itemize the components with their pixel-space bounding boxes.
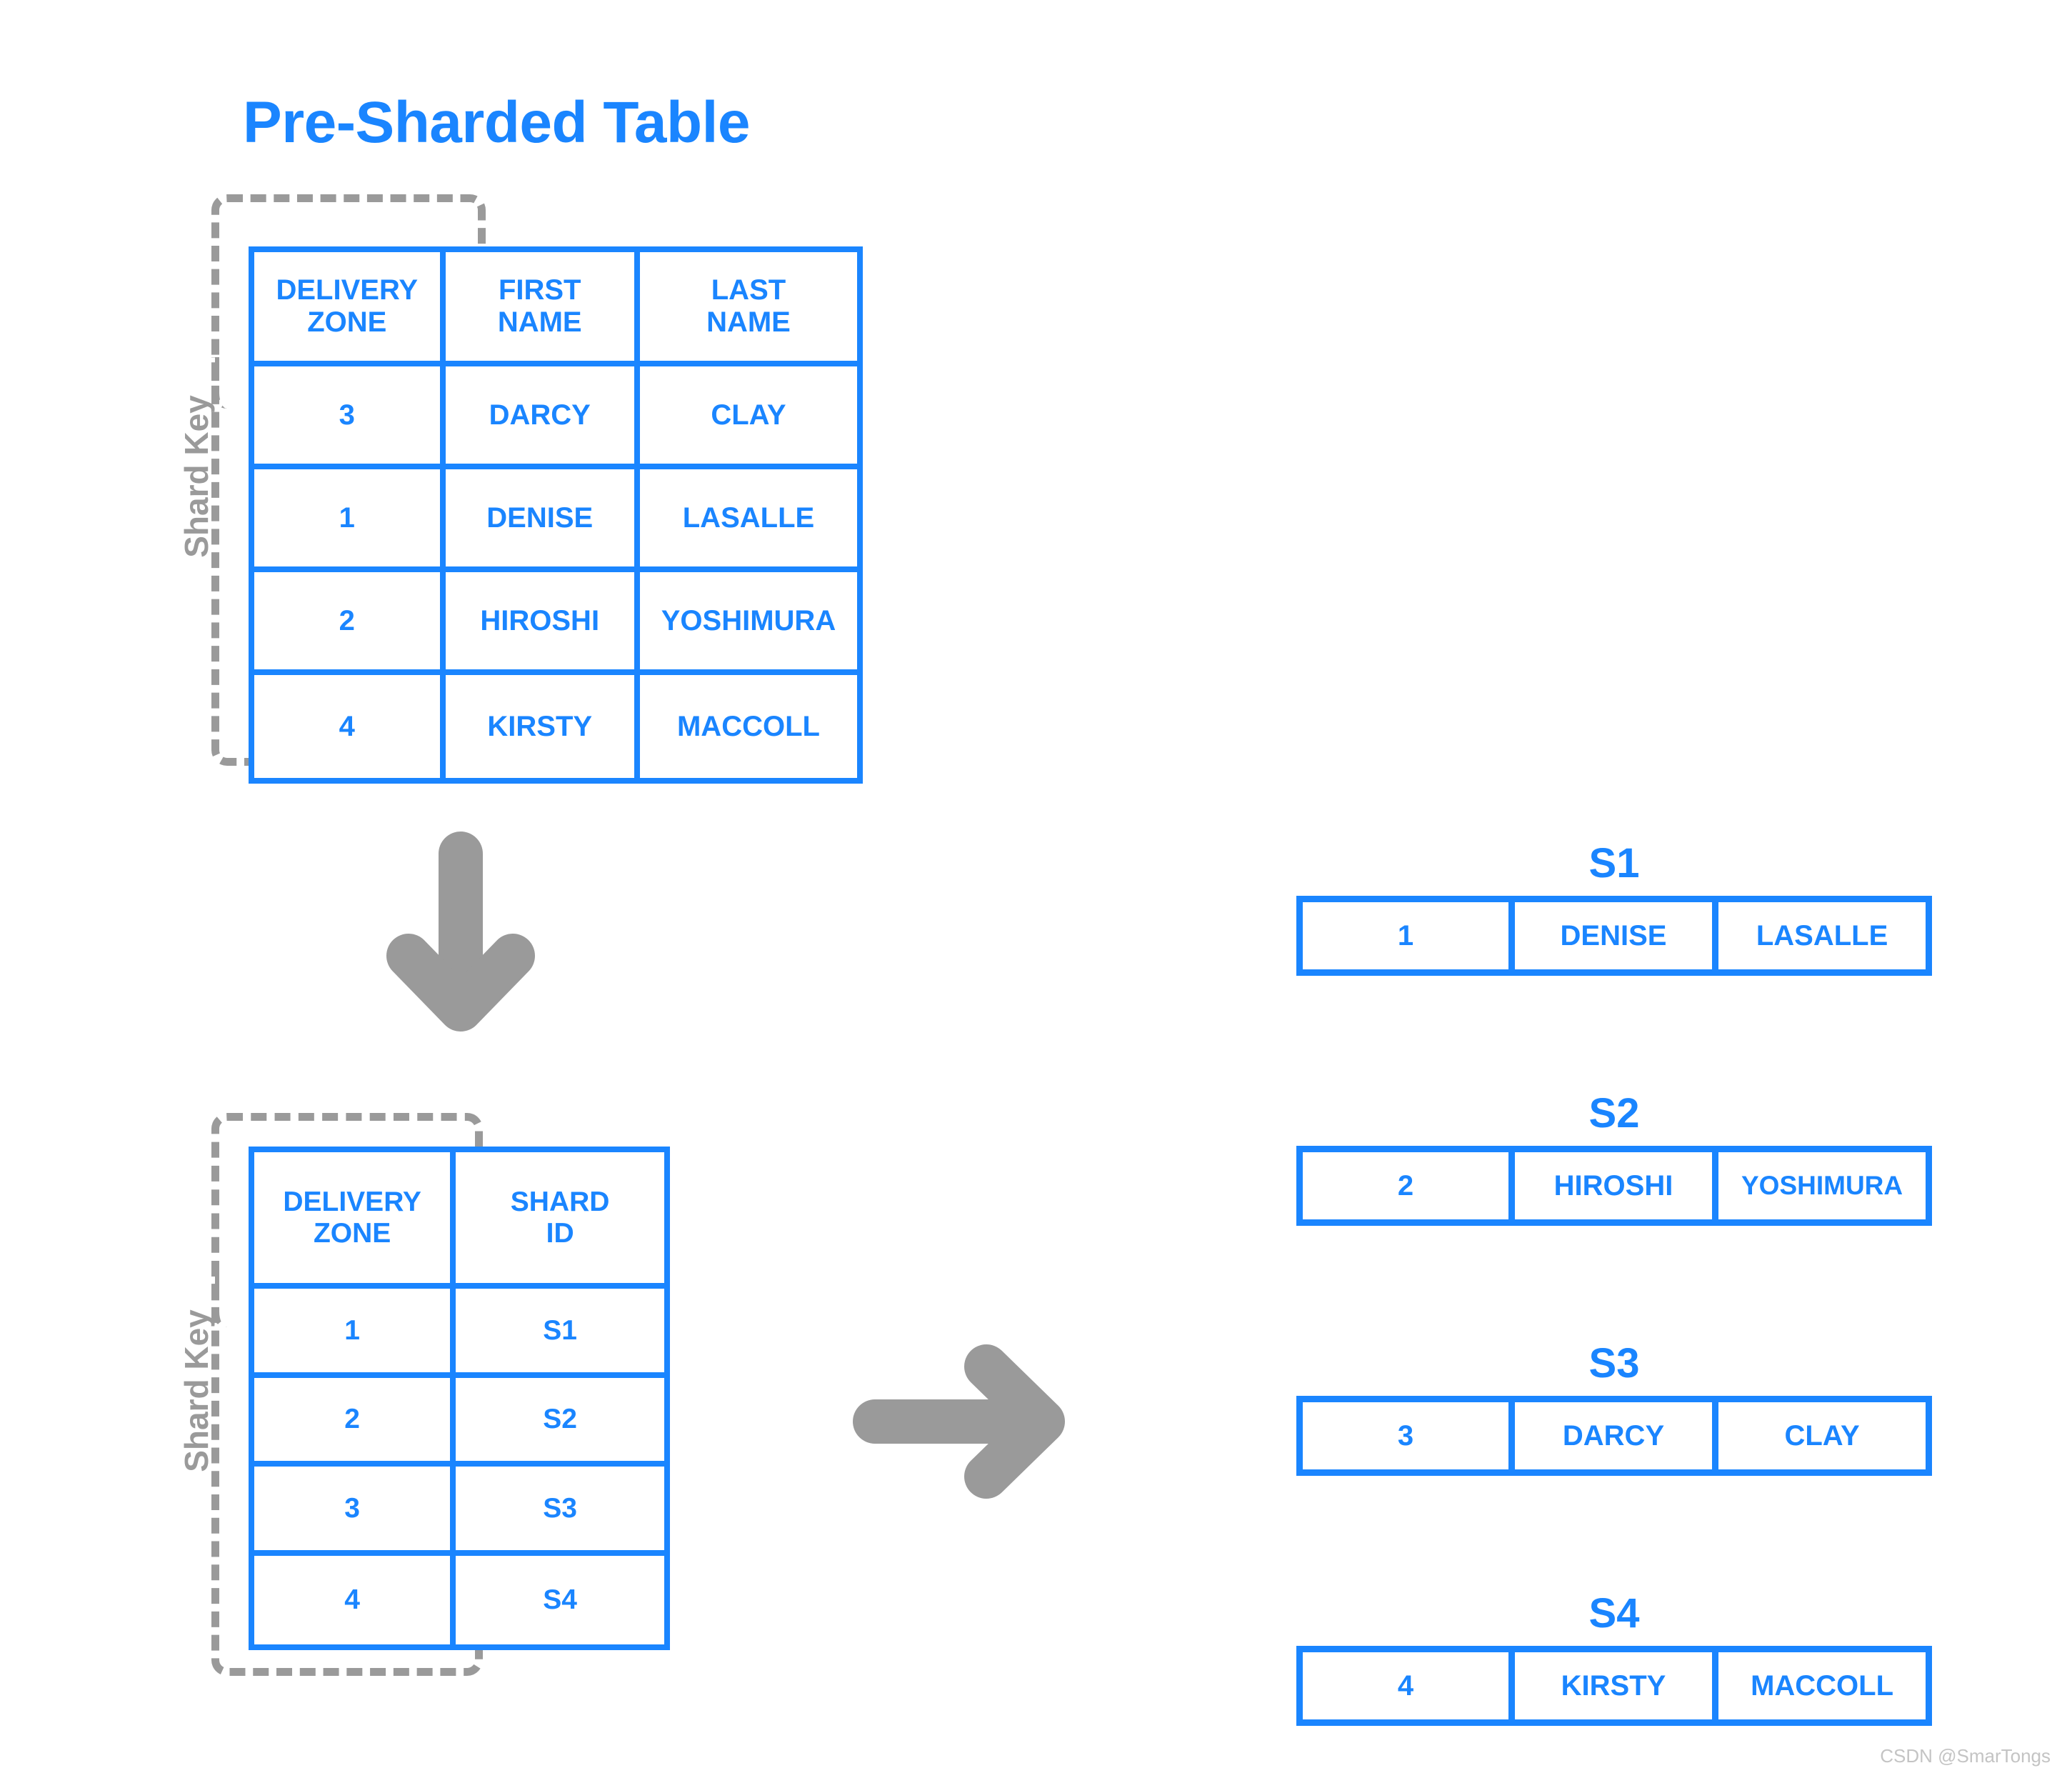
cell-last-name: LASALLE [682, 501, 815, 534]
cell-delivery-zone: 3 [254, 1467, 456, 1550]
table-row: 2 HIROSHI YOSHIMURA [254, 572, 857, 675]
shard-table: 3 DARCY CLAY [1296, 1396, 1932, 1476]
shard-group-s2: S2 2 HIROSHI YOSHIMURA [1296, 1093, 1932, 1226]
shard-cell-last-name: CLAY [1784, 1419, 1860, 1452]
shard-title: S4 [1588, 1590, 1640, 1637]
shard-group-s1: S1 1 DENISE LASALLE [1296, 843, 1932, 976]
table-row: 4 S4 [254, 1555, 664, 1644]
source-table: DELIVERY ZONE FIRST NAME LAST NAME 3 DAR… [249, 246, 863, 784]
shard-title: S2 [1588, 1090, 1640, 1137]
shard-cell-zone: 1 [1303, 902, 1515, 969]
cell-delivery-zone: 3 [254, 366, 446, 464]
cell-first-name: DARCY [446, 366, 640, 464]
shard-cell-zone: 3 [1303, 1402, 1515, 1469]
table-header-row: DELIVERY ZONE SHARD ID [254, 1152, 664, 1289]
shard-cell-first-name: DENISE [1515, 902, 1719, 969]
shard-table: 4 KIRSTY MACCOLL [1296, 1646, 1932, 1726]
cell-delivery-zone: 1 [254, 469, 446, 566]
shard-group-s4: S4 4 KIRSTY MACCOLL [1296, 1593, 1932, 1726]
table-row: 3 S3 [254, 1467, 664, 1556]
cell-delivery-zone: 4 [254, 675, 446, 778]
shard-cell-last-name: LASALLE [1756, 919, 1888, 952]
shard-cell-first-name: DARCY [1515, 1402, 1719, 1469]
cell-last-name: MACCOLL [676, 710, 820, 742]
cell-first-name: DENISE [446, 469, 640, 566]
cell-shard-id: S4 [543, 1584, 577, 1615]
right-arrow-icon [846, 1332, 1082, 1511]
shard-cell-zone: 4 [1303, 1652, 1515, 1719]
cell-delivery-zone: 2 [254, 1377, 456, 1462]
cell-delivery-zone: 2 [254, 572, 446, 669]
cell-shard-id: S1 [543, 1314, 577, 1346]
shard-cell-last-name: YOSHIMURA [1741, 1171, 1903, 1200]
cell-delivery-zone: 4 [254, 1555, 456, 1644]
shard-key-label-mapping: Shard Key [178, 1309, 215, 1472]
watermark: CSDN @SmarTongs [1880, 1745, 2051, 1767]
table-row: 3 DARCY CLAY [254, 366, 857, 469]
table-row: 2 S2 [254, 1377, 664, 1467]
cell-last-name: YOSHIMURA [661, 604, 836, 636]
shard-key-label-source: Shard Key [178, 395, 215, 558]
cell-delivery-zone: 1 [254, 1289, 456, 1372]
shard-cell-zone: 2 [1303, 1152, 1515, 1219]
table-row: 4 KIRSTY MACCOLL [254, 675, 857, 778]
table-row: 1 DENISE LASALLE [254, 469, 857, 572]
shard-group-s3: S3 3 DARCY CLAY [1296, 1343, 1932, 1476]
shard-cell-first-name: HIROSHI [1515, 1152, 1719, 1219]
header-last-name: LAST NAME [706, 274, 791, 338]
header-first-name: FIRST NAME [446, 252, 640, 361]
cell-last-name: CLAY [711, 399, 786, 431]
table-row: 1 S1 [254, 1289, 664, 1378]
header-shard-id: SHARD ID [510, 1186, 610, 1249]
shard-title: S1 [1588, 840, 1640, 886]
shard-table: 1 DENISE LASALLE [1296, 896, 1932, 976]
mapping-table: DELIVERY ZONE SHARD ID 1 S1 2 S2 3 S3 4 … [249, 1147, 670, 1650]
page-title: Pre-Sharded Table [243, 90, 750, 155]
cell-shard-id: S2 [543, 1404, 577, 1435]
shard-table: 2 HIROSHI YOSHIMURA [1296, 1146, 1932, 1226]
shard-cell-last-name: MACCOLL [1751, 1669, 1894, 1702]
shard-cell-first-name: KIRSTY [1515, 1652, 1719, 1719]
header-delivery-zone: DELIVERY ZONE [254, 1152, 456, 1284]
cell-first-name: HIROSHI [446, 572, 640, 669]
down-arrow-icon [379, 825, 543, 1039]
cell-shard-id: S3 [543, 1492, 577, 1524]
table-header-row: DELIVERY ZONE FIRST NAME LAST NAME [254, 252, 857, 366]
header-delivery-zone: DELIVERY ZONE [254, 252, 446, 361]
cell-first-name: KIRSTY [446, 675, 640, 778]
shard-title: S3 [1588, 1340, 1640, 1387]
